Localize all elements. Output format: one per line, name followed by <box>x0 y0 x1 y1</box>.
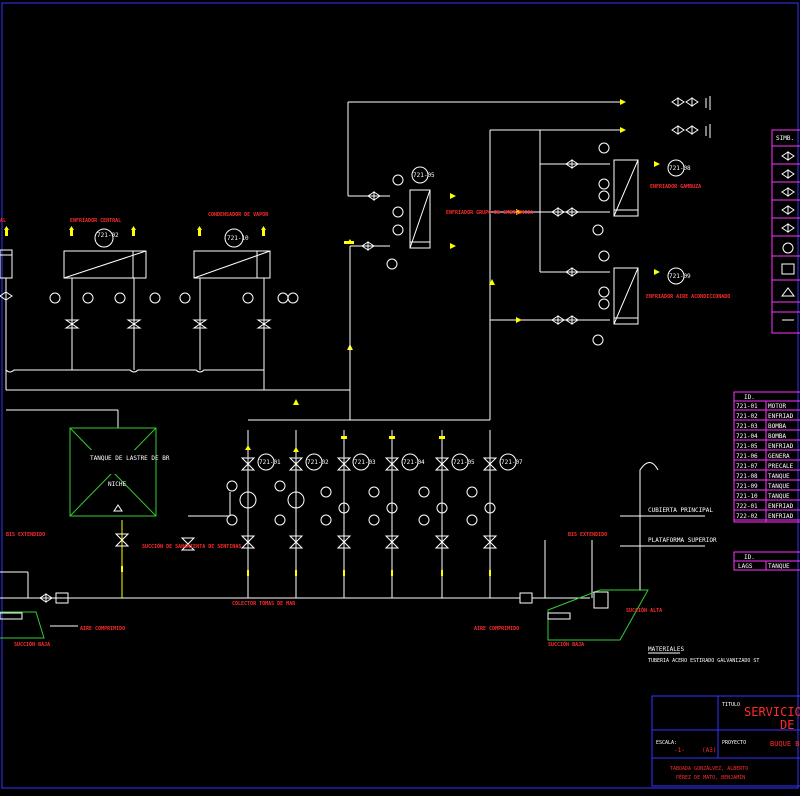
label-succion-sentinas: SUCCIÓN DE SANGRIENTA DE SENTINAS <box>142 543 241 550</box>
label-enfriador-gambuza: ENFRIADOR GAMBUZA <box>650 184 701 190</box>
tag-p2: 721-02 <box>307 459 329 466</box>
id-table-desc: PRECALE <box>768 463 794 470</box>
tag-p1: 721-01 <box>259 459 281 466</box>
id-table-id: 721-10 <box>736 493 758 500</box>
pump-row <box>114 457 498 551</box>
tag-cv: 721-10 <box>227 235 249 242</box>
cooler-branch-pipes <box>5 278 350 428</box>
yellow-flow-upper <box>344 99 660 323</box>
tag-aa: 721-09 <box>669 273 691 280</box>
label-al: AL <box>0 218 6 224</box>
label-aire-comprimido-right: AIRE COMPRIMIDO <box>474 626 519 632</box>
id-table-id: 721-04 <box>736 433 758 440</box>
tag-ec: 721-02 <box>97 232 119 239</box>
id-table-id: 721-05 <box>736 443 758 450</box>
id-table-id: 721-06 <box>736 453 758 460</box>
id-table-id: 721-02 <box>736 413 758 420</box>
upper-valves <box>361 96 711 346</box>
id-table-desc: ENFRIAD <box>768 513 794 520</box>
escala-size: (A3) <box>702 747 716 754</box>
escala-label: ESCALA: <box>656 740 677 746</box>
tag-p4: 721-04 <box>403 459 425 466</box>
symbol-legend: SIMB. <box>771 129 800 334</box>
tag-p5: 721-05 <box>453 459 475 466</box>
symbols-header: SIMB. <box>776 135 794 142</box>
title-block: TITULO SERVICIO DE ESCALA: -1- (A3) PROY… <box>651 695 800 787</box>
materials-note: MATERIALES TUBERIA ACERO ESTIRADO GALVAN… <box>648 646 759 664</box>
label-bis-extendido-left: BIS EXTENDIDO <box>6 532 45 538</box>
title-line2: DE <box>780 718 794 732</box>
tag-ga: 721-08 <box>669 165 691 172</box>
id-table-desc: ENFRIAD <box>768 503 794 510</box>
id-table-id: 721-03 <box>736 423 758 430</box>
label-succion-alta: SUCCIÓN ALTA <box>626 607 662 614</box>
label-enfriador-aa: ENFRIADOR AIRE ACONDICIONADO <box>646 294 730 300</box>
id-table-desc: ENFRIAD <box>768 413 794 420</box>
condensador-vapor: CONDENSADOR DE VAPOR 721-10 <box>193 212 271 279</box>
id-table2-id: LAGS <box>738 563 753 570</box>
materials-text: TUBERIA ACERO ESTIRADO GALVANIZADO ST <box>648 658 759 664</box>
equipment-id-table-2: ID. LAGS TANQUE <box>733 551 800 571</box>
proyecto-label: PROYECTO <box>722 740 746 746</box>
right-sea-chest: BIS EXTENDIDO SUCCIÓN BAJA AIRE COMPRIMI… <box>474 462 717 648</box>
cooler-valves <box>0 226 299 329</box>
materials-title: MATERIALES <box>648 646 685 653</box>
id-table2-header: ID. <box>744 554 755 561</box>
tag-p6: 721-07 <box>501 459 523 466</box>
left-sea-chest: BIS EXTENDIDO SUCCIÓN BAJA AIRE COMPRIMI… <box>0 532 125 648</box>
id-table-desc: GENERA <box>768 453 790 460</box>
id-table-id: 721-08 <box>736 473 758 480</box>
id-table-id: 722-02 <box>736 513 758 520</box>
label-colector: COLECTOR TOMAS DE MAR <box>232 601 296 607</box>
id-table2-desc: TANQUE <box>768 563 790 570</box>
author-1: TABOADA GONZÁLVEZ, ALBERTO <box>670 765 748 772</box>
yellow-flow-markers <box>121 344 491 576</box>
pump-tags: 721-01 721-02 721-03 721-04 721-05 721-0… <box>257 453 523 471</box>
label-succion-baja-right: SUCCIÓN BAJA <box>548 641 584 648</box>
enfriador-emergencia: 721-05 ENFRIADOR GRUPO DE EMERGENCIA <box>409 166 533 249</box>
id-table-id: 721-07 <box>736 463 758 470</box>
label-condensador: CONDENSADOR DE VAPOR <box>208 212 269 218</box>
label-plataforma-superior: PLATAFORMA SUPERIOR <box>648 537 717 544</box>
upper-riser <box>347 101 620 420</box>
label-enfriador-central: ENFRIADOR CENTRAL <box>70 218 121 224</box>
tanque-lastre: TANQUE DE LASTRE DE BR NICHE <box>69 427 170 517</box>
enfriador-aire-acondicionado: 721-09 ENFRIADOR AIRE ACONDICIONADO <box>613 267 730 325</box>
title-line1: SERVICIO <box>744 705 800 719</box>
id-table-id: 721-01 <box>736 403 758 410</box>
escala-value: -1- <box>674 747 685 754</box>
label-niche: NICHE <box>108 481 126 488</box>
id-table-desc: BOMBA <box>768 423 786 430</box>
id-table-id: 722-01 <box>736 503 758 510</box>
label-aire-comprimido-left: AIRE COMPRIMIDO <box>80 626 125 632</box>
label-tanque-lastre: TANQUE DE LASTRE DE BR <box>90 455 170 462</box>
id-table-desc: TANQUE <box>768 483 790 490</box>
author-2: PÉREZ DE MATO, BENJAMÍN <box>676 773 745 781</box>
id-table-desc: ENFRIAD <box>768 443 794 450</box>
id-table-header: ID. <box>744 394 755 401</box>
id-table-desc: MOTOR <box>768 403 786 410</box>
id-table-desc: TANQUE <box>768 473 790 480</box>
tag-p3: 721-03 <box>354 459 376 466</box>
id-table-desc: TANQUE <box>768 493 790 500</box>
label-bis-extendido-right: BIS EXTENDIDO <box>568 532 607 538</box>
label-cubierta-principal: CUBIERTA PRINCIPAL <box>648 507 713 514</box>
label-enfriador-emergencia: ENFRIADOR GRUPO DE EMERGENCIA <box>446 210 533 216</box>
label-succion-baja-left: SUCCIÓN BAJA <box>14 641 50 648</box>
enfriador-gambuza: 721-08 ENFRIADOR GAMBUZA <box>613 159 701 217</box>
tag-eg: 721-05 <box>413 172 435 179</box>
enfriador-central: ENFRIADOR CENTRAL 721-02 <box>63 218 147 279</box>
id-table-id: 721-09 <box>736 483 758 490</box>
proyecto-value: BUQUE B <box>770 740 800 748</box>
id-table-desc: BOMBA <box>768 433 786 440</box>
titulo-label: TITULO <box>722 702 740 708</box>
